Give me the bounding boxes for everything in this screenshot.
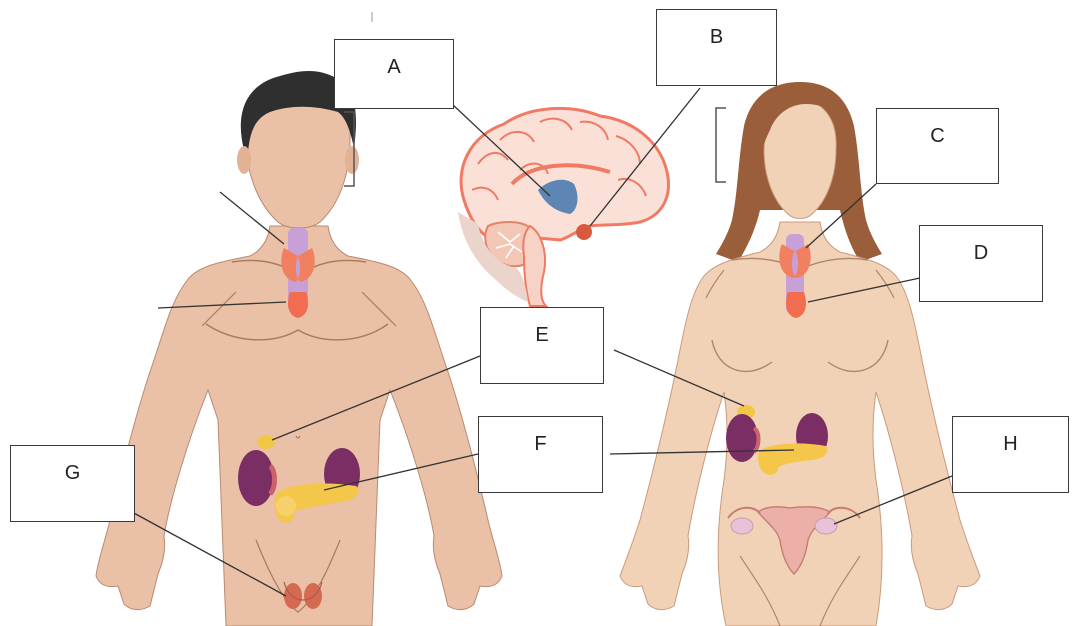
male-ear-right	[345, 146, 359, 174]
label-box-c[interactable]: C	[876, 108, 999, 184]
label-box-b[interactable]: B	[656, 9, 777, 86]
label-box-h[interactable]: H	[952, 416, 1069, 493]
brain-figure	[458, 108, 668, 306]
male-figure	[96, 71, 502, 626]
label-a-text: A	[387, 56, 400, 79]
female-ovary-left	[731, 518, 753, 534]
male-ear-left	[237, 146, 251, 174]
female-kidney-left	[726, 414, 758, 462]
female-head-bracket	[716, 108, 726, 182]
label-h-text: H	[1003, 433, 1017, 456]
label-g-text: G	[65, 462, 81, 485]
label-box-d[interactable]: D	[919, 225, 1043, 302]
label-b-text: B	[710, 26, 723, 49]
label-box-a[interactable]: A	[334, 39, 454, 109]
brain-pituitary	[576, 224, 592, 240]
male-adrenal-left	[257, 435, 275, 449]
male-pancreas-head	[276, 496, 296, 516]
label-box-f[interactable]: F	[478, 416, 603, 493]
label-box-e[interactable]: E	[480, 307, 604, 384]
label-d-text: D	[974, 242, 988, 265]
male-kidney-left	[238, 450, 274, 506]
label-f-text: F	[534, 433, 546, 456]
female-ovary-right	[815, 518, 837, 534]
brain-cerebrum	[461, 108, 668, 241]
label-e-text: E	[535, 324, 548, 347]
label-c-text: C	[930, 125, 944, 148]
label-box-g[interactable]: G	[10, 445, 135, 522]
